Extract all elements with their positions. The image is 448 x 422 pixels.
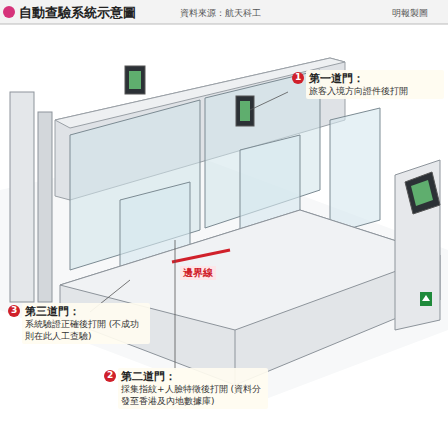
callout-disc [104,370,116,382]
gate-description: 系統驗證正確後打開 (不成功則在此人工查驗) [25,318,147,342]
gate-description: 採集指紋+人臉特徵後打開 (資料分發至香港及內地數據庫) [121,383,265,407]
leader-line [250,92,288,110]
gate-heading: 第二道門： [121,370,265,383]
gate-heading: 第三道門： [25,305,147,318]
arrow-symbol [422,295,430,301]
callout-disc [292,72,304,84]
diagram-title: 自動查驗系統示意圖 [19,4,136,22]
left-pillar [10,92,34,302]
boundary-line [172,250,230,262]
source-note: 資料來源：航天科工 [180,7,261,20]
gate-description: 旅客入境方向證件後打開 [309,85,441,97]
credit-note: 明報製圖 [392,7,428,20]
callout-number: 3 [11,305,17,315]
green-arrow-light [420,292,432,306]
title-rule [0,24,448,25]
screen [236,96,254,126]
gate-door [330,108,380,234]
callout-box: 第三道門：系統驗證正確後打開 (不成功則在此人工查驗) [22,303,150,344]
callout-box: 第一道門：旅客入境方向證件後打開 [306,70,444,99]
leader-line [175,240,176,370]
screen-display [411,180,433,206]
callout-number: 2 [107,370,113,380]
callout-number: 1 [295,72,301,82]
left-pillar [38,112,52,302]
screen-display [129,71,141,89]
screen [125,66,145,94]
title-bullet [3,6,15,18]
screen [405,172,440,214]
entrance-cabinet [395,160,440,330]
callout-box: 第二道門：採集指紋+人臉特徵後打開 (資料分發至香港及內地數據庫) [118,368,268,409]
title-band [0,0,448,24]
callout-disc [8,305,20,317]
gate-heading: 第一道門： [309,72,441,85]
front-cabinet [60,210,440,385]
screen-display [240,101,250,121]
boundary-label: 邊界線 [180,266,216,280]
